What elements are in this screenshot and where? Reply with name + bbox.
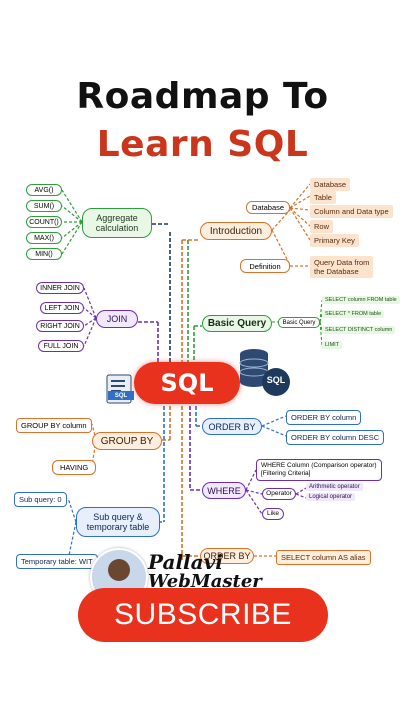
database-item-primary-key: Primary Key (310, 234, 359, 247)
database-label: Database (251, 203, 285, 212)
basic-query-sub-node: Basic Query (278, 317, 320, 328)
join-item-full: FULL JOIN (38, 340, 84, 352)
order-by-node: ORDER BY (202, 418, 262, 435)
database-icon: SQL (238, 348, 296, 396)
group-by-node: GROUP BY (92, 432, 162, 450)
definition-label: Definition (249, 261, 281, 271)
introduction-label: Introduction (209, 225, 263, 237)
subscribe-button[interactable]: SUBSCRIBE (78, 588, 328, 642)
basic-query-item-distinct: SELECT DISTINCT column (322, 326, 396, 334)
join-item-left: LEFT JOIN (40, 302, 84, 314)
creator-name-line-2: WebMaster (148, 571, 262, 592)
join-item-right: RIGHT JOIN (36, 320, 84, 332)
database-sql-label: SQL (266, 375, 286, 385)
order-by-label: ORDER BY (208, 421, 256, 432)
definition-text: Query Data from the Database (310, 256, 374, 278)
sql-center-node: SQL (134, 362, 240, 404)
where-like: Like (262, 508, 284, 520)
creator-name-line-1: Pallavi (148, 550, 223, 574)
title-line-1: Roadmap To (76, 76, 329, 117)
database-item-column: Column and Data type (310, 205, 393, 218)
introduction-node: Introduction (200, 222, 272, 240)
where-condition-line-2: [Filtering Criteria] (261, 469, 311, 477)
title-line-2: Learn SQL (96, 124, 309, 165)
where-condition: WHERE Column (Comparison operator) [Filt… (256, 459, 382, 481)
agg-item-max: MAX() (26, 232, 62, 244)
aggregate-node: Aggregate calculation (82, 208, 152, 238)
order-by-alias-node: ORDER BY (200, 548, 254, 564)
subquery-item-subquery: Sub query: 0 (14, 492, 67, 507)
where-operator-arithmetic: Arithmetic operator (306, 483, 363, 491)
where-operator-node: Operator (262, 488, 296, 500)
document-icon: SQL (106, 374, 134, 404)
join-item-inner: INNER JOIN (36, 282, 84, 294)
document-sql-label: SQL (108, 391, 134, 400)
basic-query-item-limit: LIMIT (322, 341, 343, 349)
group-by-item-having: HAVING (52, 460, 97, 475)
subquery-label-line-2: temporary table (86, 522, 150, 532)
subquery-label-line-1: Sub query & (93, 511, 143, 522)
agg-item-sum: SUM() (26, 200, 62, 212)
where-label: WHERE (207, 485, 241, 496)
database-node: Database (246, 201, 290, 214)
subquery-item-temporary: Temporary table: WIT (16, 554, 98, 569)
database-item-table: Table (310, 191, 336, 204)
definition-text-line-1: Query Data from (314, 258, 370, 267)
order-by-alias-item: SELECT column AS alias (276, 550, 371, 565)
basic-query-sub-label: Basic Query (282, 319, 316, 326)
definition-node: Definition (240, 259, 290, 273)
database-item-row: Row (310, 220, 334, 233)
join-label: JOIN (106, 314, 128, 324)
basic-query-label: Basic Query (207, 318, 267, 329)
basic-query-node: Basic Query (202, 315, 272, 332)
database-icon-svg (239, 349, 290, 396)
agg-item-avg: AVG() (26, 184, 62, 196)
where-condition-line-1: WHERE Column (Comparison operator) (261, 462, 377, 469)
agg-item-min: MIN() (26, 248, 62, 260)
order-by-item-desc: ORDER BY column DESC (286, 430, 385, 445)
where-node: WHERE (202, 482, 246, 499)
order-by-item-column: ORDER BY column (286, 410, 362, 425)
join-node: JOIN (96, 310, 138, 328)
where-operator-logical: Logical operator (306, 493, 356, 501)
subquery-node: Sub query & temporary table (76, 507, 160, 537)
basic-query-item-select: SELECT column FROM table (322, 296, 400, 304)
order-by-alias-label: ORDER BY (203, 551, 251, 561)
aggregate-label: Aggregate calculation (95, 212, 139, 233)
creator-name: Pallavi WebMaster (148, 552, 262, 592)
group-by-item-column: GROUP BY column (16, 418, 92, 433)
subscribe-label: SUBSCRIBE (114, 598, 292, 631)
group-by-label: GROUP BY (100, 435, 154, 447)
sql-center-label: SQL (160, 369, 214, 397)
basic-query-item-select-all: SELECT * FROM table (322, 310, 385, 318)
agg-item-count: COUNT() (26, 216, 62, 228)
database-item-database: Database (310, 178, 351, 191)
definition-text-line-2: the Database (314, 267, 359, 276)
